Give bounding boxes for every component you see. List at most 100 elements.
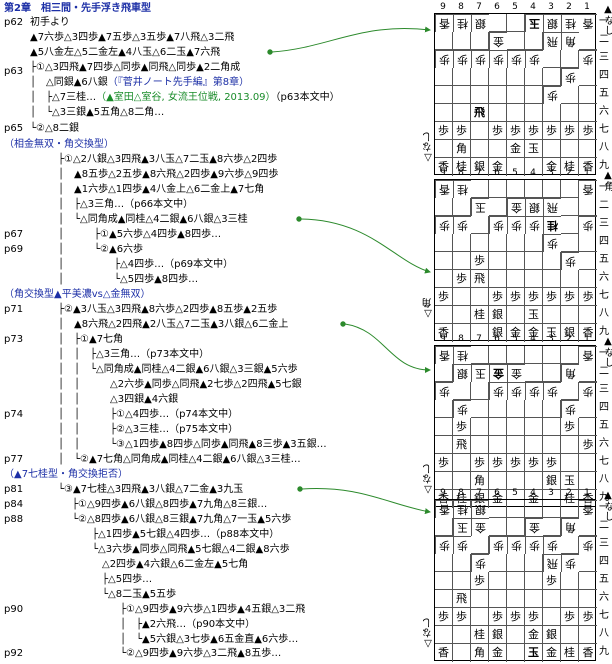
move-line: │ ├△7三桂…（▲室田△室谷, 女流王位戦, 2013.09）（p63本文中） [30, 91, 340, 104]
shogi-piece: 桂 [453, 14, 471, 32]
column-label: 6 [494, 168, 500, 178]
board-square [471, 140, 489, 158]
board-square [543, 608, 561, 626]
shogi-piece: 歩 [525, 216, 543, 234]
move-line: │ │ ├①△4四歩…（p74本文中） [58, 408, 238, 421]
board-square [579, 454, 597, 472]
board-square [453, 288, 471, 306]
board-square [579, 590, 597, 608]
board-square [507, 500, 525, 518]
source-note: （▲室田△室谷, 女流王位戦, 2013.09） [96, 92, 276, 103]
move-text: │ ├①▲5六歩△4四歩▲8四歩… [58, 229, 222, 240]
board-square [561, 346, 579, 364]
reference-note: （p63本文中） [275, 92, 340, 103]
shogi-piece: 歩 [561, 68, 579, 86]
board-square [489, 500, 507, 518]
shogi-piece: 歩 [435, 536, 453, 554]
board-square [525, 32, 543, 50]
section-heading: （角交換型▲平美濃vs△金無双） [4, 289, 151, 300]
shogi-piece: 香 [435, 14, 453, 32]
shogi-piece: 金 [471, 518, 489, 536]
column-label: 2 [566, 2, 572, 12]
row-label: 四 [599, 236, 609, 247]
board-square [453, 306, 471, 324]
shogi-piece: 銀 [489, 626, 507, 644]
shogi-piece: 飛 [543, 198, 561, 216]
move-text: └△8二玉▲5五歩 [72, 589, 177, 600]
board-square [507, 436, 525, 454]
shogi-piece: 金 [525, 518, 543, 536]
move-line: │ ├△3三角…（p66本文中） [58, 198, 193, 211]
row-label: 五 [599, 254, 609, 265]
shogi-piece: 金 [489, 364, 507, 382]
shogi-piece: 歩 [579, 436, 597, 454]
board-square [435, 364, 453, 382]
row-label: 四 [599, 70, 609, 81]
shogi-piece: 歩 [489, 536, 507, 554]
shogi-piece: 玉 [525, 306, 543, 324]
board-square [561, 436, 579, 454]
source-note: （『菅井ノート先手編』第8章） [107, 77, 250, 88]
board-square [471, 400, 489, 418]
shogi-piece: 玉 [525, 14, 543, 32]
move-text: │ └△3三銀▲5五角△8二角… [30, 107, 165, 118]
shogi-piece: 歩 [561, 418, 579, 436]
page-number: p77 [4, 454, 24, 465]
board-square [561, 270, 579, 288]
shogi-piece: 歩 [453, 608, 471, 626]
shogi-piece: 金 [489, 158, 507, 176]
board-square [507, 180, 525, 198]
section-heading: （▲7七桂型・角交換拒否） [4, 469, 129, 480]
column-label: 8 [458, 168, 464, 178]
column-label: 8 [458, 334, 464, 344]
board-square [489, 590, 507, 608]
column-label: 8 [458, 2, 464, 12]
shogi-piece: 角 [561, 518, 579, 536]
row-label: 一 [599, 16, 609, 27]
shogi-piece: 歩 [435, 382, 453, 400]
move-text: │ └▲5六銀△3七歩▲6五金直▲6六歩… [120, 634, 299, 645]
section-heading: （相金無双・角交換型） [4, 139, 114, 150]
shogi-piece: 飛 [471, 270, 489, 288]
shogi-piece: 玉 [561, 472, 579, 490]
board-square [561, 216, 579, 234]
move-line: │ ▲8六飛△2四飛▲2八玉△7二玉▲3八銀△6二金上 [58, 318, 288, 331]
arrow-dot-1 [267, 49, 273, 55]
board-square [543, 140, 561, 158]
shogi-piece: 飛 [453, 436, 471, 454]
page-number: p65 [4, 123, 24, 134]
move-line: │ ▲8五歩△2五歩▲8六飛△2四歩▲9六歩△9四歩 [58, 168, 278, 181]
move-line: │ │ ├②△3三桂…（p75本文中） [58, 423, 238, 436]
board-square [435, 104, 453, 122]
board-grid: 香桂香銀玉金金角歩歩歩歩歩歩歩歩歩歩飛歩歩歩歩歩歩歩角銀玉香桂銀金金桂香 [434, 345, 597, 508]
row-label: 四 [599, 402, 609, 413]
move-line: │ └△同角成▲同桂△4二銀▲6八銀△3三桂 [58, 213, 248, 226]
shogi-piece: 金 [507, 324, 525, 342]
board-grid: 香桂香玉金銀飛歩歩歩歩歩桂歩歩歩歩歩飛歩歩歩歩歩歩歩桂銀玉香銀金金玉銀香 [434, 179, 597, 342]
board-square [453, 32, 471, 50]
page-number: p63 [4, 66, 24, 77]
arrow-3 [344, 323, 431, 373]
move-line: │ │ △3四銀▲4六銀 [58, 393, 178, 406]
shogi-piece: 歩 [453, 418, 471, 436]
shogi-piece: 歩 [453, 270, 471, 288]
row-label: 七 [599, 290, 609, 301]
board-square [561, 198, 579, 216]
shogi-piece: 歩 [525, 288, 543, 306]
board-square [435, 198, 453, 216]
board-square [561, 572, 579, 590]
board-square [579, 86, 597, 104]
shogi-piece: 桂 [561, 158, 579, 176]
column-label: 3 [548, 168, 554, 178]
shogi-piece: 銀 [471, 500, 489, 518]
shogi-piece: 桂 [561, 644, 579, 662]
move-text: │ └△5四歩▲8四歩… [58, 274, 199, 285]
shogi-piece: 歩 [507, 216, 525, 234]
shogi-piece: 角 [561, 364, 579, 382]
board-square [507, 86, 525, 104]
move-text: ├①△2八銀△3四飛▲3八玉△7二玉▲8六歩△2四歩 [58, 154, 278, 165]
